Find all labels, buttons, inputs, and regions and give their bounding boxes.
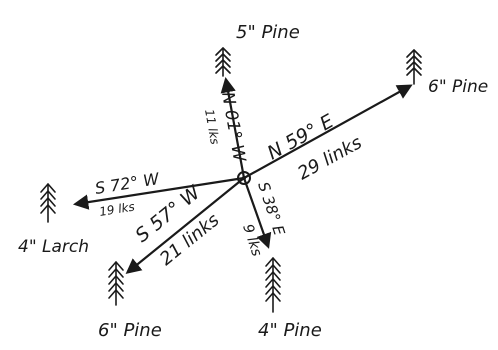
- larch-tree-icon: [40, 183, 56, 223]
- pine-tree-icon: [265, 257, 281, 313]
- survey-lines: [72, 76, 413, 274]
- pine-tree-icon: [108, 261, 124, 306]
- pine-tree-icon: [406, 49, 422, 85]
- line-south: [242, 176, 272, 249]
- tree-label-west: 4" Larch: [18, 237, 89, 257]
- corner-marker-icon: [237, 171, 251, 185]
- line-north: [220, 76, 246, 180]
- bearing-label-north: N 01° W: [217, 90, 249, 164]
- line-southwest: [125, 176, 246, 274]
- tree-southwest: [108, 261, 124, 306]
- tree-north: [215, 47, 231, 77]
- line-northeast: [242, 84, 413, 180]
- tree-northeast: [406, 49, 422, 85]
- bearing-label-south: S 38° E: [254, 180, 288, 238]
- bearing-label-west: S 72° W: [94, 169, 162, 198]
- line-west: [72, 176, 246, 210]
- tree-label-north: 5" Pine: [236, 22, 300, 43]
- tree-west: [40, 183, 56, 223]
- distance-label-north: 11 lks: [202, 108, 222, 146]
- tree-label-south: 4" Pine: [258, 320, 322, 341]
- pine-tree-icon: [215, 47, 231, 77]
- tree-label-southwest: 6" Pine: [98, 320, 162, 341]
- tree-label-northeast: 6" Pine: [428, 77, 488, 97]
- distance-label-west: 19 lks: [98, 200, 135, 219]
- tree-south: [265, 257, 281, 313]
